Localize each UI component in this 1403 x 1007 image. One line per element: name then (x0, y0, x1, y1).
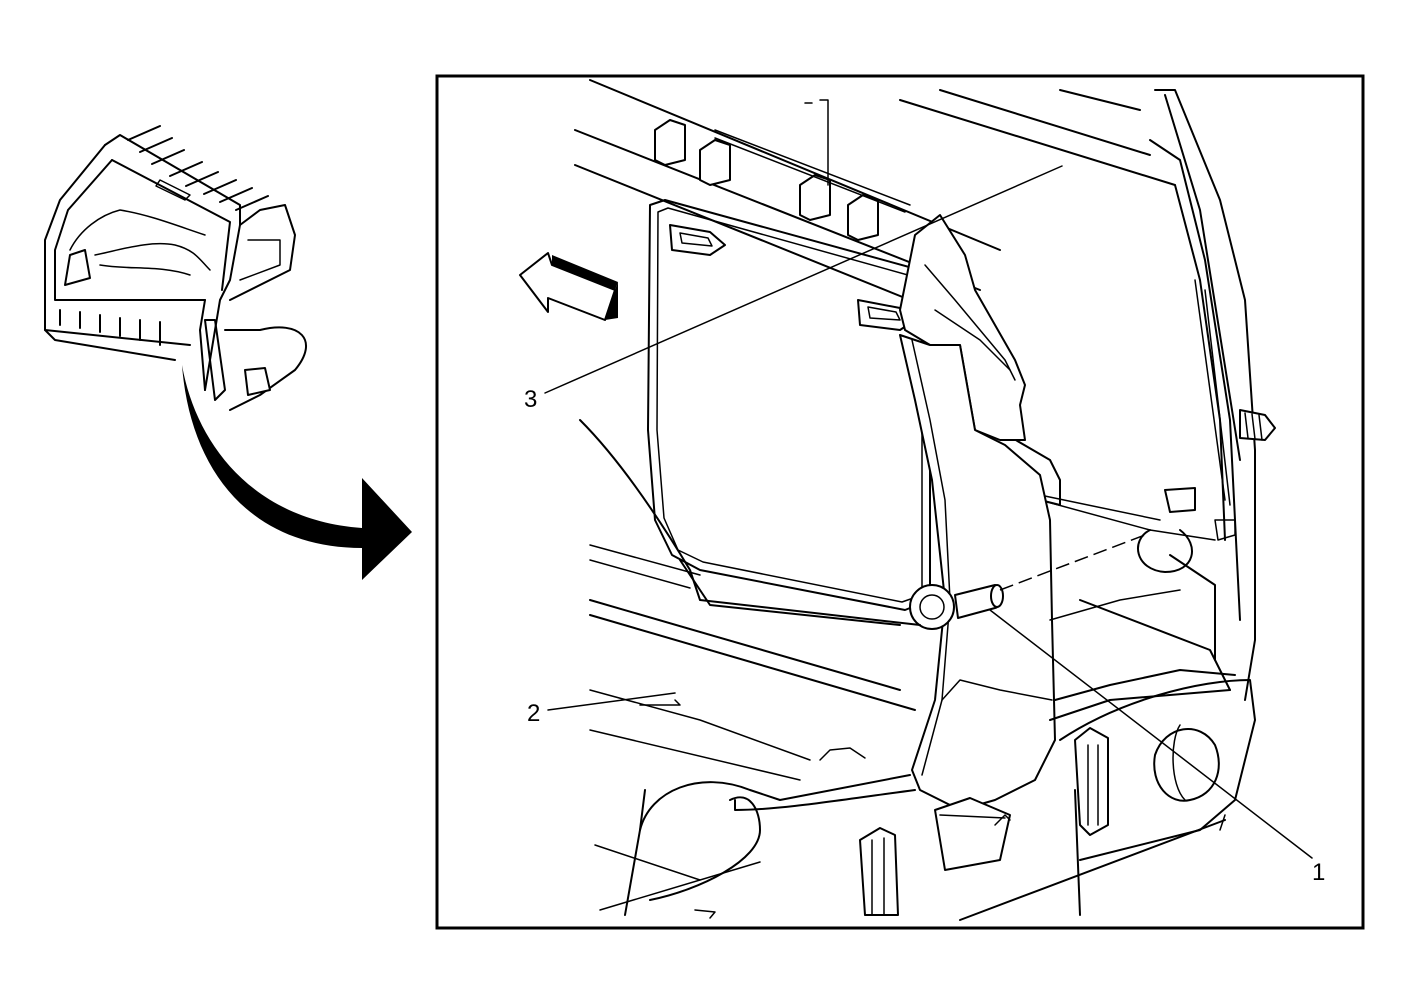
roof-rails (127, 125, 269, 211)
callout-2: 2 (527, 700, 540, 727)
upper-trim-panel (899, 214, 1026, 441)
callout-1: 1 (1312, 859, 1325, 886)
detail-view (519, 79, 1313, 921)
callout-3: 3 (524, 386, 537, 413)
detail-view-frame (435, 74, 1365, 930)
leader-line-2 (547, 692, 676, 711)
roof-clips (654, 99, 911, 241)
window-latch-icon (669, 224, 726, 256)
leader-line-3 (544, 165, 1063, 394)
vehicle-locator-view (44, 125, 412, 580)
lower-trim-panel (899, 334, 1056, 811)
curved-arrow-icon (182, 365, 412, 580)
leader-line-1 (989, 609, 1313, 859)
